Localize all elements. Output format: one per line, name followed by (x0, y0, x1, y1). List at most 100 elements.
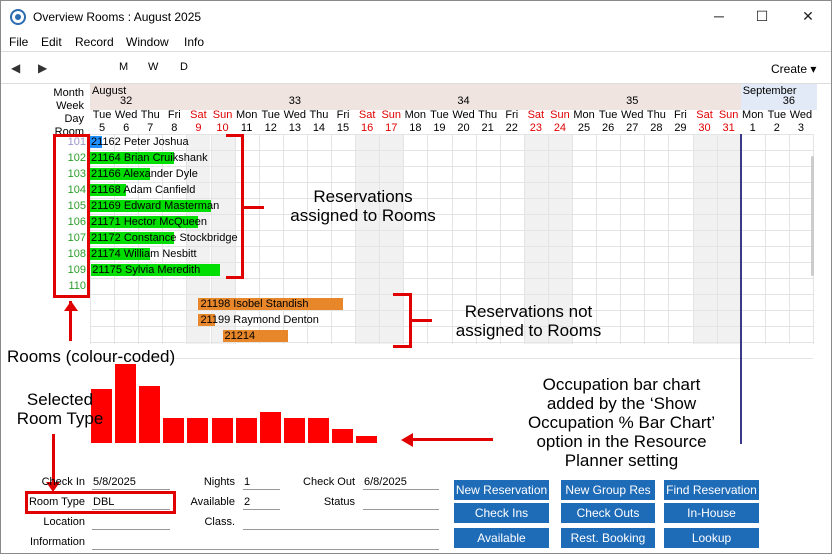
class-label: Class. (204, 516, 235, 528)
lookup-button[interactable]: Lookup (664, 528, 759, 548)
day-number: 13 (288, 122, 301, 134)
room-number[interactable]: 109 (67, 264, 86, 276)
day-number: 27 (626, 122, 639, 134)
reservation-bar[interactable]: 21166 Alexander Dyle (90, 168, 198, 180)
zoom-day-button[interactable]: D (180, 61, 188, 73)
reservation-bar-fill (90, 136, 103, 148)
occupation-bar (139, 386, 161, 443)
menu-window[interactable]: Window (126, 35, 169, 49)
maximize-icon[interactable]: ☐ (755, 8, 769, 24)
weekend-column (355, 134, 380, 344)
unassigned-bracket-top (393, 293, 411, 296)
weekend-column (692, 134, 717, 344)
create-menu-button[interactable]: Create ▾ (771, 62, 816, 76)
room-number[interactable]: 106 (67, 216, 86, 228)
room-number[interactable]: 105 (67, 200, 86, 212)
grid-hline (90, 198, 813, 199)
occupation-bar (235, 417, 257, 443)
grid-vline (379, 134, 381, 344)
unassigned-reservation-bar[interactable]: 21199 Raymond Denton (198, 314, 319, 326)
location-field[interactable] (92, 516, 170, 530)
grid-hline (90, 182, 813, 183)
check-in-field[interactable]: 5/8/2025 (92, 476, 170, 490)
day-name: Sat (190, 109, 207, 121)
grid-vline (547, 134, 549, 344)
reservation-bar[interactable]: 21175 Sylvia Meredith (91, 264, 221, 276)
reservation-label: 21198 Isobel Standish (200, 298, 309, 310)
room-type-field[interactable]: DBL (92, 496, 170, 510)
new-reservation-button[interactable]: New Reservation (454, 480, 549, 500)
day-number: 6 (123, 122, 130, 134)
reservation-bar-fill (91, 264, 221, 276)
day-name: Mon (404, 109, 427, 121)
room-type-label: Room Type (28, 496, 85, 508)
menu-edit[interactable]: Edit (41, 35, 62, 49)
new-group-res-button[interactable]: New Group Res (561, 480, 655, 500)
vertical-scrollbar[interactable] (811, 156, 814, 276)
available-button[interactable]: Available (454, 528, 549, 548)
find-reservation-button[interactable]: Find Reservation (664, 480, 759, 500)
reservation-bar-fill (90, 232, 175, 244)
minimize-icon[interactable]: ─ (714, 8, 724, 24)
occupation-bar (307, 417, 329, 443)
details-form: Check In 5/8/2025 Nights 1 Check Out 6/8… (1, 444, 831, 554)
annotation-occupation: Occupation bar chart added by the ‘Show … (527, 375, 716, 470)
close-icon[interactable]: ✕ (802, 8, 814, 24)
reservation-bar[interactable]: 21174 William Nesbitt (90, 248, 197, 260)
grid-vline (403, 134, 405, 344)
check-out-field[interactable]: 6/8/2025 (363, 476, 439, 490)
class-field[interactable] (243, 516, 439, 530)
menu-file[interactable]: File (9, 35, 29, 49)
room-number[interactable]: 108 (67, 248, 86, 260)
week-number: 34 (457, 95, 470, 107)
room-number[interactable]: 110 (68, 280, 86, 292)
assigned-bracket-bottom (226, 276, 244, 279)
reservation-bar[interactable]: 21169 Edward Masterman (90, 200, 219, 212)
reservation-bar[interactable]: 21162 Peter Joshua (90, 136, 189, 148)
room-number[interactable]: 107 (67, 232, 86, 244)
grid-vline (596, 134, 598, 344)
day-name: Mon (573, 109, 595, 121)
room-number[interactable]: 102 (67, 152, 86, 164)
reservation-bar[interactable]: 21168 Adam Canfield (90, 184, 195, 196)
grid-vline (788, 134, 790, 344)
rest-booking-button[interactable]: Rest. Booking (561, 528, 655, 548)
grid-hline (90, 358, 813, 359)
status-field[interactable] (363, 496, 439, 510)
zoom-week-button[interactable]: W (148, 61, 159, 73)
triangle-right-icon[interactable]: ▶ (38, 61, 48, 75)
grid-vline (692, 134, 694, 344)
rooms-highlight-box (53, 134, 90, 298)
reservation-label: 21162 Peter Joshua (91, 136, 189, 148)
nights-label: Nights (203, 476, 235, 488)
triangle-left-icon[interactable]: ◀ (11, 61, 21, 75)
day-number: 25 (577, 122, 591, 134)
reservation-bar[interactable]: 21164 Brian Cruikshank (90, 152, 208, 164)
day-name: Wed (114, 109, 138, 121)
room-number[interactable]: 103 (67, 168, 86, 180)
reservation-bar[interactable]: 21171 Hector McQueen (90, 216, 207, 228)
reservation-bar[interactable]: 21172 Constance Stockbridge (90, 232, 238, 244)
in-house-button[interactable]: In-House (664, 503, 759, 523)
room-number[interactable]: 101 (67, 136, 86, 148)
information-field[interactable] (92, 536, 439, 550)
grid-hline (90, 342, 813, 343)
check-ins-button[interactable]: Check Ins (454, 503, 549, 523)
row-label-month: Month (53, 87, 84, 99)
zoom-month-button[interactable]: M (119, 61, 129, 73)
rooms-arrow-icon (64, 301, 78, 311)
available-field[interactable]: 2 (243, 496, 280, 510)
unassigned-reservation-bar[interactable]: 21198 Isobel Standish (198, 298, 344, 310)
nights-field[interactable]: 1 (243, 476, 280, 490)
menu-record[interactable]: Record (75, 35, 114, 49)
day-number: 30 (698, 122, 711, 134)
assigned-bracket-side (241, 134, 244, 279)
grid-vline (764, 134, 766, 344)
menu-info[interactable]: Info (184, 35, 205, 49)
unassigned-reservation-bar[interactable]: 21214 (222, 330, 288, 342)
room-number[interactable]: 104 (67, 184, 86, 196)
check-outs-button[interactable]: Check Outs (561, 503, 655, 523)
grid-vline (355, 134, 357, 344)
day-name: Wed (789, 109, 813, 121)
occupation-bar (356, 435, 378, 443)
